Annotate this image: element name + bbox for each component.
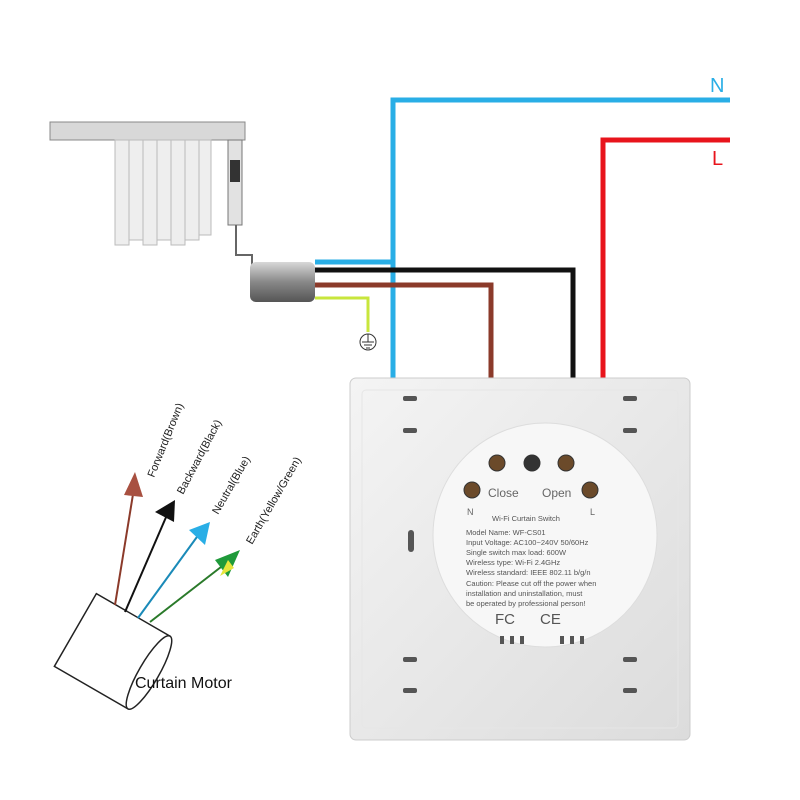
earth-symbol-icon	[359, 333, 377, 351]
spec-line: Wireless standard: IEEE 802.11 b/g/n	[466, 568, 591, 577]
spec-line: Wireless type: Wi-Fi 2.4GHz	[466, 558, 560, 567]
forward-label: Forward(Brown)	[146, 402, 187, 480]
terminal-close-label: Close	[488, 486, 519, 500]
spec-line: Single switch max load: 600W	[466, 548, 567, 557]
curtain-motor: Forward(Brown) Backward(Black) Neutral(B…	[53, 402, 304, 710]
earth-label: Earth(Yellow/Green)	[244, 455, 304, 546]
forward-arrow	[114, 481, 136, 606]
module-title: Wi-Fi Curtain Switch	[492, 514, 560, 523]
caution-line: Caution: Please cut off the power when	[466, 579, 596, 588]
ce-mark: CE	[540, 611, 561, 628]
backward-wire	[315, 267, 576, 378]
neutral-wire-label: Neutral(Blue)	[210, 454, 253, 516]
spec-line: Model Name: WF-CS01	[466, 528, 546, 537]
terminal-l-label: L	[590, 507, 595, 517]
terminal-n-label: N	[467, 507, 474, 517]
caution-line: installation and uninstallation, must	[466, 589, 583, 598]
neutral-label: N	[710, 75, 724, 97]
motor-label: Curtain Motor	[135, 675, 233, 692]
live-label: L	[712, 148, 723, 170]
switch-plate: Close Open N L Wi-Fi Curtain Switch Mode…	[349, 377, 691, 741]
backward-arrow	[124, 507, 171, 613]
spec-line: Input Voltage: AC100~240V 50/60Hz	[466, 538, 589, 547]
switch-module	[432, 422, 658, 648]
caution-line: be operated by professional person!	[466, 599, 586, 608]
curtain-illustration	[49, 121, 315, 302]
backward-label: Backward(Black)	[175, 418, 224, 497]
fc-mark: FC	[495, 611, 515, 628]
forward-wire	[315, 282, 494, 378]
neutral-arrow	[137, 529, 203, 619]
earth-arrow	[149, 559, 231, 623]
earth-wire	[315, 296, 370, 332]
terminal-open-label: Open	[542, 486, 571, 500]
